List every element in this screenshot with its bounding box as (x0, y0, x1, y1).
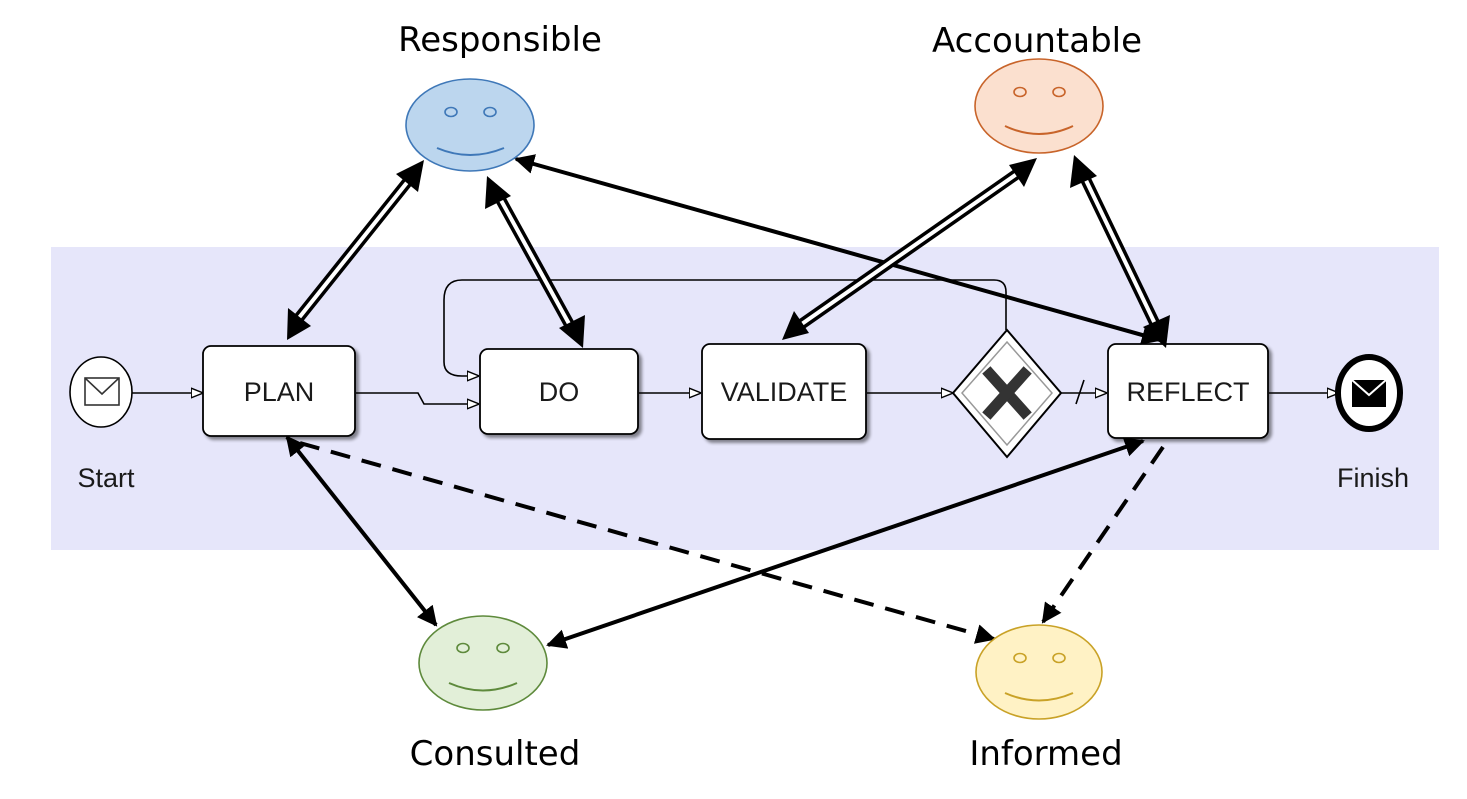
task-do[interactable] (479, 348, 639, 435)
start-event[interactable] (69, 356, 133, 428)
task-do-label: DO (539, 377, 580, 407)
relation-validate-accountable (782, 158, 1037, 340)
task-plan[interactable] (202, 345, 356, 437)
relation-plan-consulted (285, 435, 438, 627)
default-flow-slash (1075, 379, 1085, 405)
relation-reflect-accountable (1070, 155, 1170, 348)
relation-reflect-consulted (546, 437, 1145, 649)
envelope-icon (84, 377, 120, 406)
task-plan-label: PLAN (244, 377, 315, 407)
accountable-smiley (974, 58, 1104, 154)
consulted-label: Consulted (410, 734, 581, 774)
task-validate-label: VALIDATE (721, 377, 848, 407)
task-reflect-label: REFLECT (1126, 377, 1249, 407)
relation-reflect-responsible (514, 154, 1162, 345)
responsible-smiley (405, 78, 535, 172)
relation-reflect-informed (1041, 445, 1165, 624)
relation-plan-responsible (287, 160, 424, 340)
accountable-label: Accountable (932, 21, 1142, 61)
consulted-smiley (418, 615, 548, 711)
relation-plan-informed (299, 441, 996, 644)
task-reflect[interactable] (1107, 343, 1269, 439)
finish-label: Finish (1337, 463, 1409, 493)
relation-do-responsible (485, 176, 585, 348)
informed-smiley (975, 624, 1103, 720)
flow-plan-to-do (356, 392, 478, 404)
informed-label: Informed (969, 734, 1122, 774)
responsible-label: Responsible (398, 20, 602, 60)
start-label: Start (77, 463, 135, 493)
filled-envelope-icon (1351, 379, 1387, 407)
finish-event[interactable] (1335, 354, 1403, 432)
exclusive-gateway-x-icon (982, 366, 1032, 420)
